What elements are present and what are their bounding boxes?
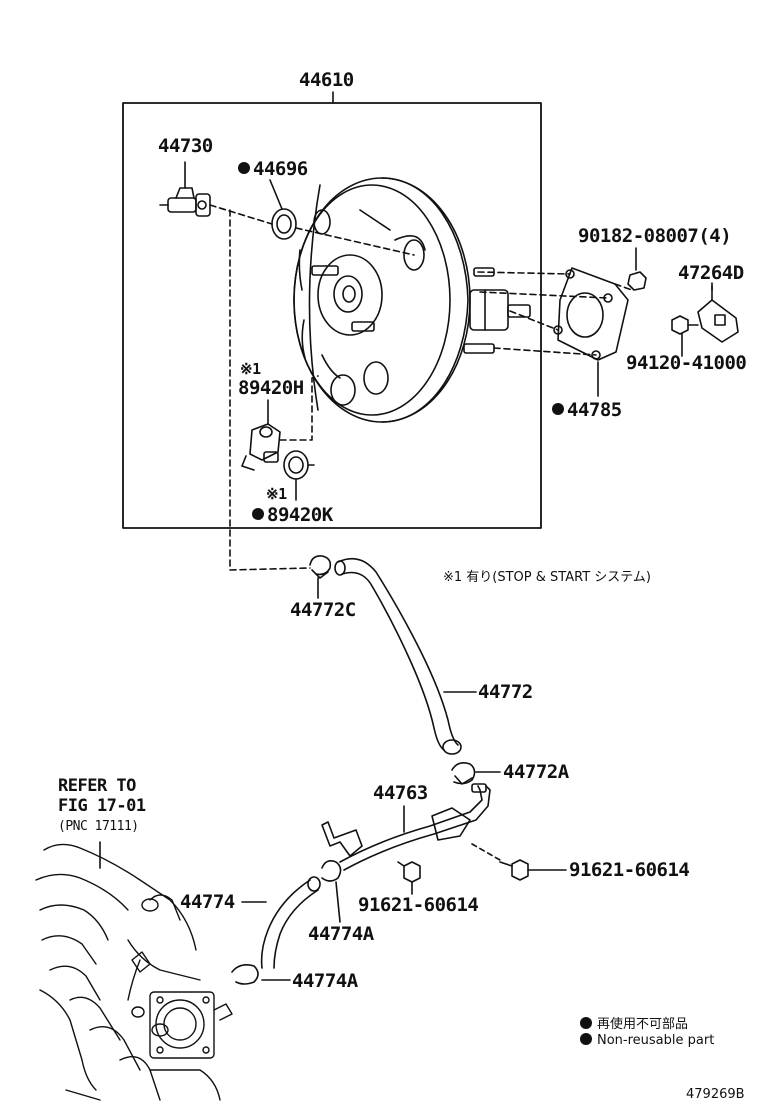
assembly-frame [122,102,542,529]
vacuum-hose [334,557,462,755]
lower-hose-label: 44774 [180,891,235,913]
grommet-label: 44696 [238,160,308,179]
clip-a-label: 44772A [503,761,569,783]
stop-start-note: ※1 有り(STOP & START システム) [443,570,651,585]
clip-c-label: 44772C [290,599,356,621]
grommet [271,208,297,240]
lower-hose [260,876,321,969]
clip-lower-1-leader [335,881,341,923]
hose-clip-lower-1 [321,860,342,882]
pipe-bolt-right [471,843,529,881]
hose-clip-lower-2 [231,964,259,985]
refer-line-1: REFER TO [58,776,136,796]
pipe-bolt-mid [397,861,421,883]
sensor-grommet-mark: ※1 [266,485,287,503]
bolt-right-label: 91621-60614 [569,859,690,881]
grommet-leader [269,179,283,210]
pipe-label: 44763 [373,782,428,804]
nut-label: 90182-08007(4) [578,225,732,247]
bracket-label: 47264D [678,262,744,284]
legend-en-text: Non-reusable part [597,1033,715,1048]
pressure-sensor [241,423,281,471]
sensor-mark: ※1 [240,360,261,378]
hose-label: 44772 [478,681,533,703]
hose-clip-a [451,762,476,785]
check-valve [159,187,211,217]
legend-jp-text: 再使用不可部品 [597,1017,689,1032]
legend-jp: 再使用不可部品 [580,1013,688,1032]
intake-manifold [35,843,233,1101]
brake-booster [293,177,531,423]
legend-bullet-icon [580,1033,592,1045]
assembly-label: 44610 [299,69,354,91]
refer-line-2: FIG 17-01 [58,796,146,816]
sensor-grommet-label: 89420K [252,506,333,525]
sensor-dash [279,375,319,466]
vacuum-pipe [321,783,491,871]
valve-to-clip-dash [229,209,311,571]
bracket [697,285,739,343]
hose-clip-c [309,555,332,579]
gasket-dash [477,271,633,356]
bracket-bolt-label: 94120-41000 [626,352,747,374]
legend-bullet-icon [580,1017,592,1029]
clip-lower-2-label: 44774A [292,970,358,992]
figure-id: 479269B [686,1087,745,1102]
clip-lower-1-label: 44774A [308,923,374,945]
valve-dash [209,204,415,256]
sensor-grommet [283,450,309,480]
legend-en: Non-reusable part [580,1033,714,1048]
sensor-label: 89420H [238,377,304,399]
nut [627,271,647,291]
bracket-bolt [671,315,699,335]
bolt-mid-label: 91621-60614 [358,894,479,916]
gasket [553,267,629,361]
refer-line-3: (PNC 17111) [58,819,139,834]
gasket-label: 44785 [552,401,622,420]
check-valve-label: 44730 [158,135,213,157]
